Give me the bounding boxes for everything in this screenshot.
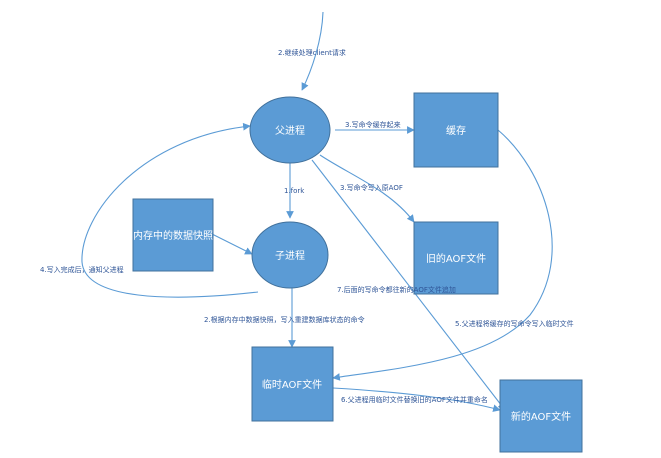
edge-child-notify-parent	[81, 122, 259, 298]
edge-label-buffer-commands: 3.写命令缓存起来	[345, 120, 401, 129]
node-old-aof-label: 旧的AOF文件	[426, 252, 486, 265]
edge-snapshot-to-child	[211, 233, 253, 255]
node-parent-process-label: 父进程	[275, 125, 305, 137]
edge-label-fork: 1.fork	[284, 187, 305, 195]
node-child-process-label: 子进程	[275, 250, 305, 262]
edge-buffer-to-temp-aof	[332, 129, 553, 381]
node-buffer: 缓存	[413, 92, 499, 168]
edge-label-continue-client: 2.继续处理client请求	[278, 48, 346, 57]
node-old-aof: 旧的AOF文件	[413, 221, 499, 295]
node-new-aof: 新的AOF文件	[499, 379, 583, 453]
node-temp-aof-label: 临时AOF文件	[262, 378, 322, 391]
edge-label-append-new-aof: 7.后面的写命令都往新的AOF文件追加	[337, 285, 456, 294]
node-memory-snapshot: 内存中的数据快照	[132, 198, 214, 272]
node-parent-process: 父进程	[249, 96, 331, 164]
edge-parent-to-old-aof	[319, 154, 415, 223]
edge-client-to-parent	[301, 11, 324, 91]
node-memory-snapshot-label: 内存中的数据快照	[133, 229, 213, 242]
edge-label-snapshot-rebuild: 2.根据内存中数据快照，写入重建数据库状态的命令	[204, 315, 365, 324]
node-buffer-label: 缓存	[446, 124, 466, 137]
node-child-process: 子进程	[251, 221, 329, 289]
edge-temp-to-new-aof	[332, 387, 501, 412]
edge-label-replace-old-aof: 6.父进程用临时文件替换旧的AOF文件并重命名	[341, 395, 488, 404]
node-new-aof-label: 新的AOF文件	[511, 410, 571, 423]
edge-label-notify-parent: 4.写入完成后，通知父进程	[40, 265, 124, 274]
node-temp-aof: 临时AOF文件	[251, 346, 334, 422]
edge-label-write-old-aof: 3.写命令写入原AOF	[340, 183, 403, 192]
edge-label-buffer-to-temp: 5.父进程将缓存的写命令写入临时文件	[455, 319, 574, 328]
edge-parent-to-new-aof	[311, 159, 506, 411]
